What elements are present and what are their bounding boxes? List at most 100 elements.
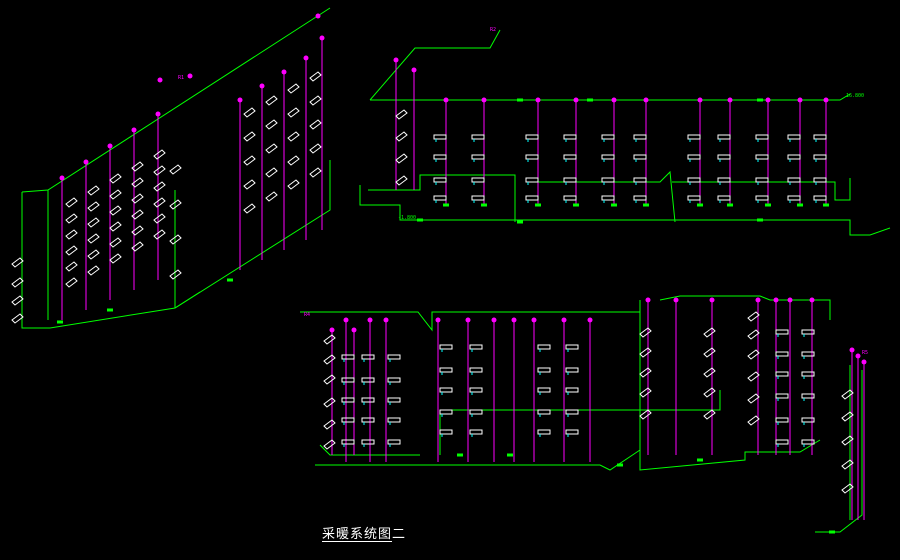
riser-marker [531, 317, 537, 323]
radiator [775, 329, 789, 335]
riser-marker [797, 97, 803, 103]
radiator [747, 349, 760, 360]
radiator [801, 371, 815, 377]
riser-marker [443, 97, 449, 103]
radiator [387, 417, 401, 423]
valve-block [443, 203, 449, 207]
radiator [563, 154, 577, 160]
riser-marker [787, 297, 793, 303]
valve-block [617, 463, 623, 467]
valve-block [697, 203, 703, 207]
valve-block [517, 98, 523, 102]
radiator [471, 177, 485, 183]
riser-markers [59, 13, 867, 365]
radiator [169, 199, 182, 210]
riser-marker [393, 57, 399, 63]
valve-block [829, 530, 835, 534]
radiator [633, 154, 647, 160]
radiator [323, 334, 336, 345]
radiator [687, 154, 701, 160]
radiator [87, 265, 100, 276]
radiator [747, 371, 760, 382]
radiator [11, 277, 24, 288]
radiator [433, 177, 447, 183]
pipe-segment [370, 93, 851, 101]
radiator [775, 439, 789, 445]
pipe-segment [815, 370, 863, 533]
radiator [469, 367, 483, 373]
radiator [131, 225, 144, 236]
radiator [565, 409, 579, 415]
radiators [11, 71, 854, 494]
valve-block [57, 320, 63, 324]
radiator [387, 377, 401, 383]
riser-marker [587, 317, 593, 323]
radiator [439, 409, 453, 415]
callout-label: R1 [178, 75, 184, 81]
supply-pipes [21, 7, 891, 533]
radiator [395, 153, 408, 164]
radiator [469, 429, 483, 435]
riser-marker [367, 317, 373, 323]
radiator [775, 393, 789, 399]
radiator [433, 195, 447, 201]
riser-marker [561, 317, 567, 323]
radiator [131, 177, 144, 188]
radiator [755, 134, 769, 140]
radiator [525, 154, 539, 160]
title-underline [322, 541, 392, 542]
radiator [153, 181, 166, 192]
radiator [775, 417, 789, 423]
riser-marker [59, 175, 65, 181]
radiator [361, 354, 375, 360]
pipe-segment [672, 178, 851, 201]
pipe-segment [368, 174, 516, 222]
riser-marker [351, 327, 357, 333]
radiator [243, 107, 256, 118]
pipe-segment [21, 160, 331, 329]
radiator [747, 415, 760, 426]
radiator [747, 311, 760, 322]
radiator [361, 439, 375, 445]
radiator [309, 167, 322, 178]
radiator [341, 397, 355, 403]
riser-marker [849, 347, 855, 353]
radiator [439, 344, 453, 350]
radiator [755, 154, 769, 160]
radiator [153, 197, 166, 208]
radiator [265, 167, 278, 178]
valve-block [797, 203, 803, 207]
pipe-segment [319, 444, 420, 456]
radiator [65, 261, 78, 272]
radiator [565, 367, 579, 373]
riser-marker [855, 353, 861, 359]
radiator [395, 109, 408, 120]
radiator [109, 253, 122, 264]
radiator [801, 329, 815, 335]
riser-marker [673, 297, 679, 303]
radiator [87, 217, 100, 228]
radiator [65, 277, 78, 288]
radiator [775, 371, 789, 377]
drawing-title: 采暖系统图二 [322, 527, 407, 542]
radiator [153, 149, 166, 160]
riser-marker [511, 317, 517, 323]
riser-marker [315, 13, 321, 19]
pipe-segment [359, 185, 891, 236]
radiator [243, 203, 256, 214]
radiator [787, 134, 801, 140]
radiator [525, 195, 539, 201]
radiator [361, 377, 375, 383]
radiator [601, 134, 615, 140]
riser-marker [809, 297, 815, 303]
valve-block [823, 203, 829, 207]
radiator [309, 143, 322, 154]
radiator [469, 344, 483, 350]
radiator [703, 387, 716, 398]
radiator [243, 131, 256, 142]
radiator [387, 397, 401, 403]
riser-marker [535, 97, 541, 103]
radiator [323, 439, 336, 450]
valve-block [481, 203, 487, 207]
radiator [703, 327, 716, 338]
